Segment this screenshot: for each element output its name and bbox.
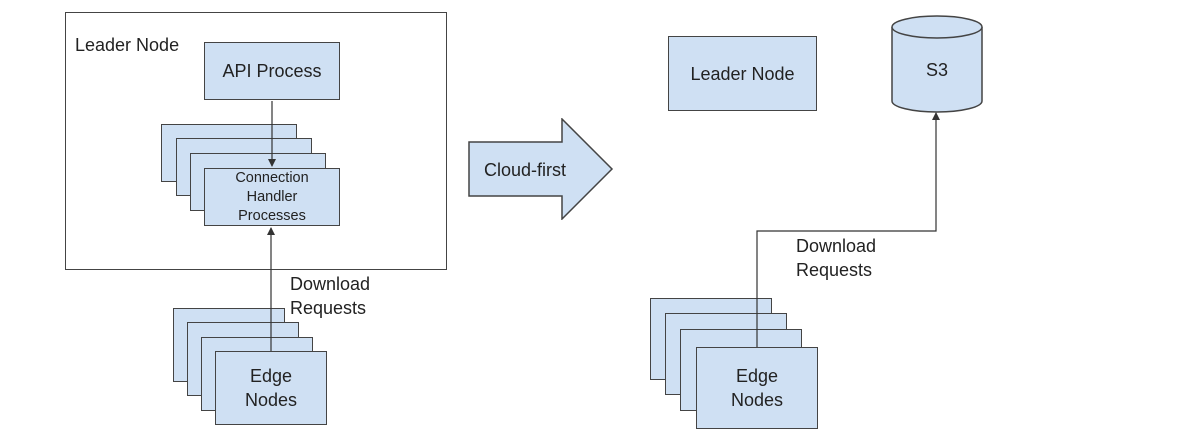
api-process-box: API Process <box>204 42 340 100</box>
right-download-requests-line-1: Download <box>796 236 877 256</box>
right-edge-nodes-box: Edge Nodes <box>696 347 818 429</box>
s3-label: S3 <box>925 60 949 80</box>
connection-handler-line-2: Handler <box>246 188 298 205</box>
left-download-requests-label: Download Requests <box>290 272 370 320</box>
connection-handler-line-1: Connection <box>235 169 309 186</box>
right-download-requests-line-2: Requests <box>796 260 873 280</box>
right-edge-nodes-line-1: Edge <box>735 366 779 386</box>
left-edge-nodes-box: Edge Nodes <box>215 351 327 425</box>
connection-handler-box: Connection Handler Processes <box>204 168 340 226</box>
cloud-first-arrow <box>468 118 614 220</box>
api-process-label: API Process <box>222 61 322 81</box>
left-edge-nodes-line-2: Nodes <box>244 390 298 410</box>
s3-cylinder-icon <box>891 15 983 113</box>
right-leader-node-label: Leader Node <box>690 63 795 84</box>
right-leader-node-box: Leader Node <box>668 36 817 111</box>
connection-handler-line-3: Processes <box>238 207 306 224</box>
edge-to-s3-arrow <box>756 112 940 347</box>
right-download-requests-label: Download Requests <box>796 234 876 282</box>
left-download-requests-line-2: Requests <box>290 298 367 318</box>
leader-node-container-label: Leader Node <box>75 35 180 55</box>
left-edge-nodes-line-1: Edge <box>249 366 293 386</box>
right-edge-nodes-line-2: Nodes <box>730 390 784 410</box>
left-download-requests-line-1: Download <box>290 274 371 294</box>
cloud-first-label: Cloud-first <box>484 160 567 180</box>
